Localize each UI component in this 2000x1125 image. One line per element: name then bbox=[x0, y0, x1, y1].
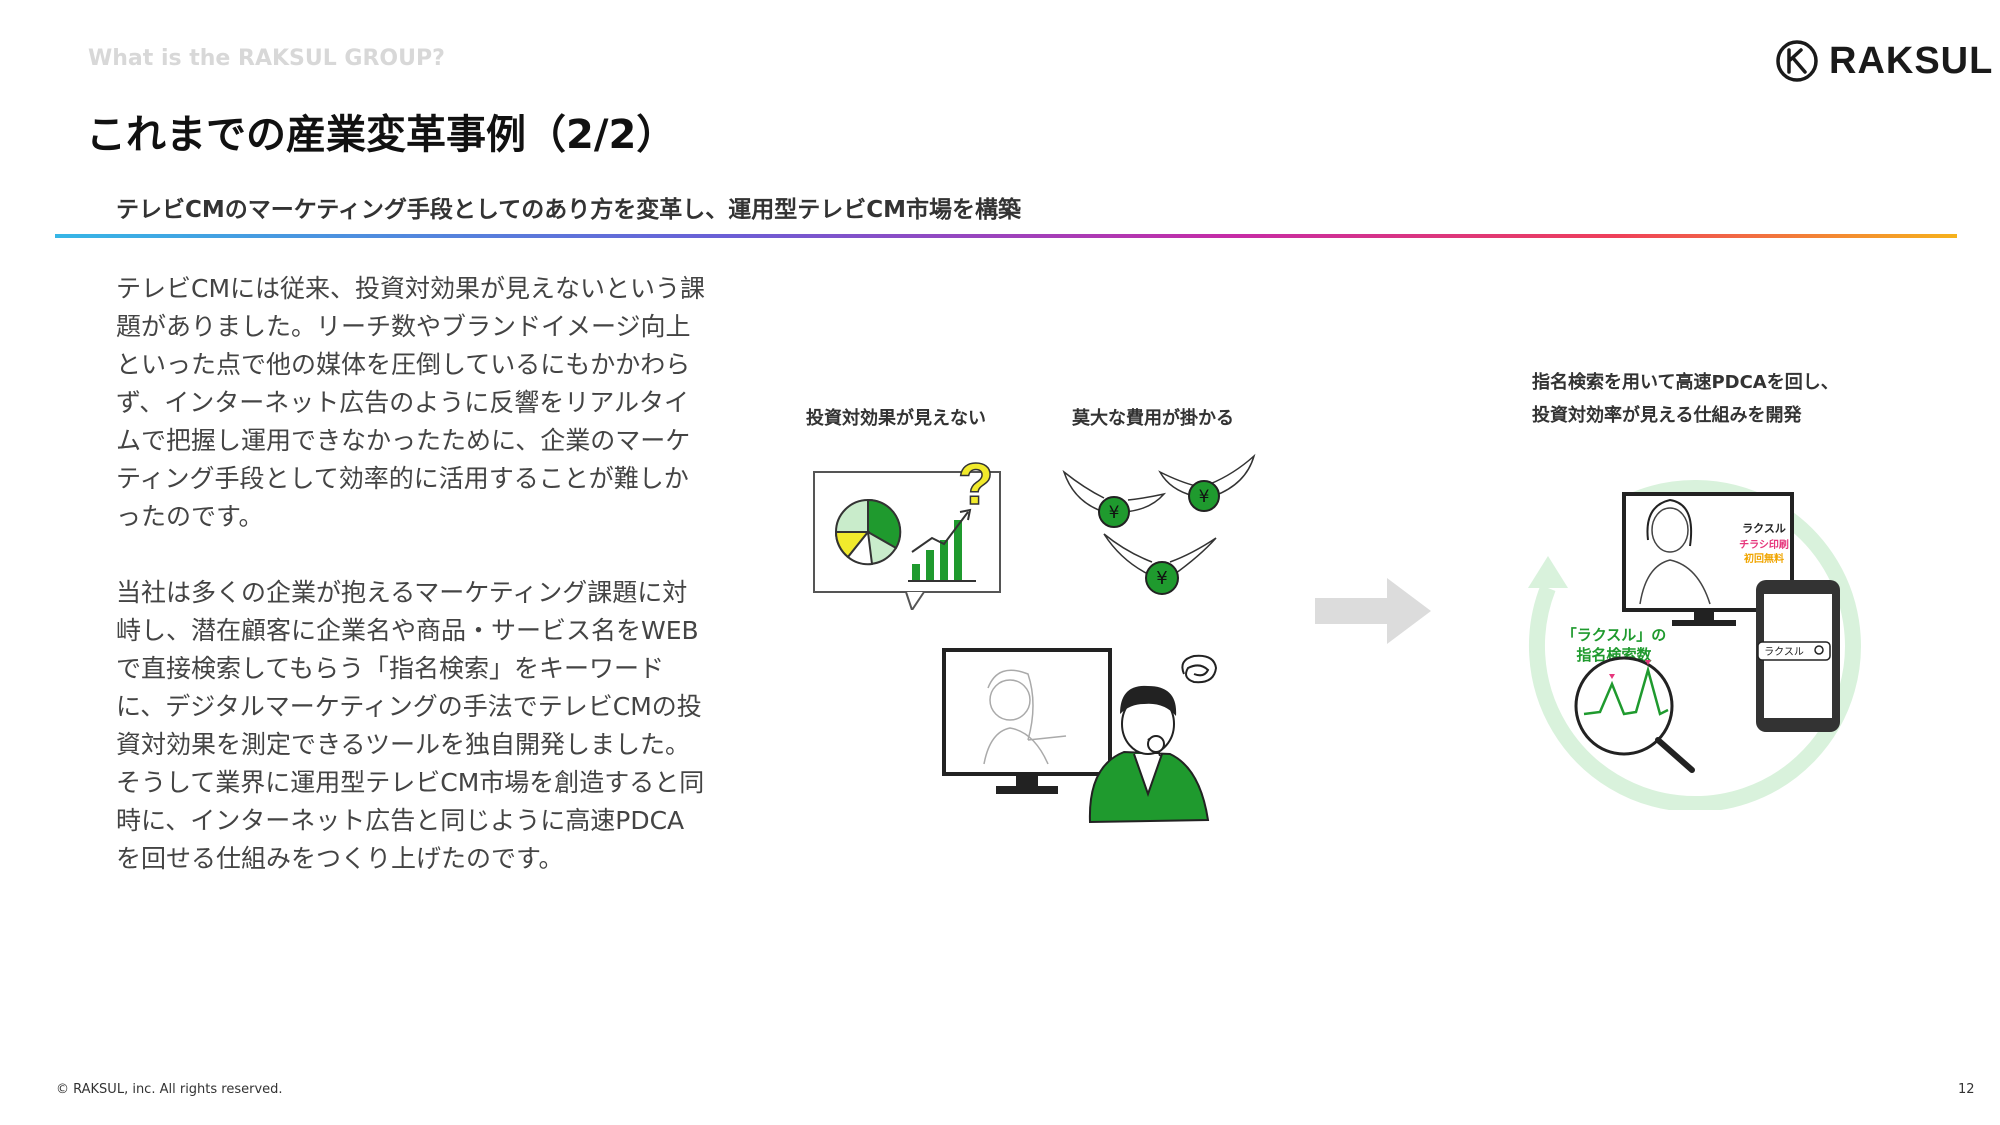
graph-title-line-1: 「ラクスル」の bbox=[1562, 626, 1667, 644]
businessman-icon bbox=[1088, 685, 1210, 824]
label-huge-cost: 莫大な費用が掛かる bbox=[1072, 408, 1234, 429]
tv-ad-text-1: チラシ印刷 bbox=[1739, 538, 1789, 551]
label-solution: 指名検索を用いて高速PDCAを回し、 投資対効率が見える仕組みを開発 bbox=[1532, 366, 1839, 432]
yen-coin-icon: ¥ bbox=[1103, 533, 1217, 595]
gray-arrow-icon bbox=[1315, 578, 1431, 644]
body-paragraph-1: テレビCMには従来、投資対効果が見えないという課題がありました。リーチ数やブラン… bbox=[116, 274, 706, 531]
question-mark-icon: ? bbox=[958, 452, 993, 517]
gradient-divider bbox=[55, 234, 1957, 238]
search-icon bbox=[1814, 645, 1824, 655]
logo-wordmark: RAKSUL bbox=[1829, 39, 1994, 82]
bar-chart-icon bbox=[908, 508, 976, 582]
copyright: © RAKSUL, inc. All rights reserved. bbox=[56, 1082, 283, 1097]
pie-chart-icon bbox=[834, 498, 902, 566]
search-chip bbox=[1757, 641, 1831, 661]
page-title: これまでの産業変革事例（2/2） bbox=[86, 112, 677, 158]
yen-coin-icon: ¥ bbox=[1158, 453, 1256, 512]
page-number: 12 bbox=[1958, 1082, 1975, 1097]
search-count-graph: 「ラクスル」の 指名検索数 bbox=[1562, 626, 1695, 773]
body-text: テレビCMには従来、投資対効果が見えないという課題がありました。リーチ数やブラン… bbox=[116, 270, 706, 878]
raksul-logo: RAKSUL bbox=[1775, 36, 1993, 86]
tv-ad-text-2: 初回無料 bbox=[1744, 552, 1784, 565]
pdca-cycle-illustration: ラクスル チラシ印刷 初回無料 ラクスル 「ラクスル」の 指名検索数 bbox=[1528, 480, 1861, 810]
label-solution-line-1: 指名検索を用いて高速PDCAを回し、 bbox=[1532, 372, 1839, 393]
yen-symbol-3: ¥ bbox=[1156, 568, 1167, 589]
confused-scribble-icon bbox=[1181, 654, 1218, 684]
page-subtitle: テレビCMのマーケティング手段としてのあり方を変革し、運用型テレビCM市場を構築 bbox=[116, 197, 1022, 223]
flying-money-illustration: ¥ ¥ ¥ bbox=[1062, 453, 1256, 595]
label-solution-line-2: 投資対効率が見える仕組みを開発 bbox=[1532, 405, 1802, 426]
yen-symbol-2: ¥ bbox=[1199, 487, 1210, 507]
label-roi-invisible: 投資対効果が見えない bbox=[806, 408, 986, 429]
search-chip-text: ラクスル bbox=[1764, 646, 1804, 658]
body-paragraph-2: 当社は多くの企業が抱えるマーケティング課題に対峙し、潜在顧客に企業名や商品・サー… bbox=[116, 578, 705, 873]
smartphone-icon: ラクスル bbox=[1756, 580, 1840, 732]
section-eyebrow: What is the RAKSUL GROUP? bbox=[88, 46, 445, 71]
yen-symbol-1: ¥ bbox=[1109, 503, 1120, 523]
magnifier-icon bbox=[1574, 656, 1674, 756]
tv-viewer-illustration bbox=[942, 648, 1218, 824]
television-icon bbox=[942, 648, 1112, 794]
tv-brand-text: ラクスル bbox=[1742, 522, 1786, 535]
yen-coin-icon: ¥ bbox=[1062, 469, 1167, 528]
raksul-logo-mark-icon bbox=[1776, 40, 1818, 82]
unknown-roi-illustration: ? bbox=[813, 451, 1001, 610]
